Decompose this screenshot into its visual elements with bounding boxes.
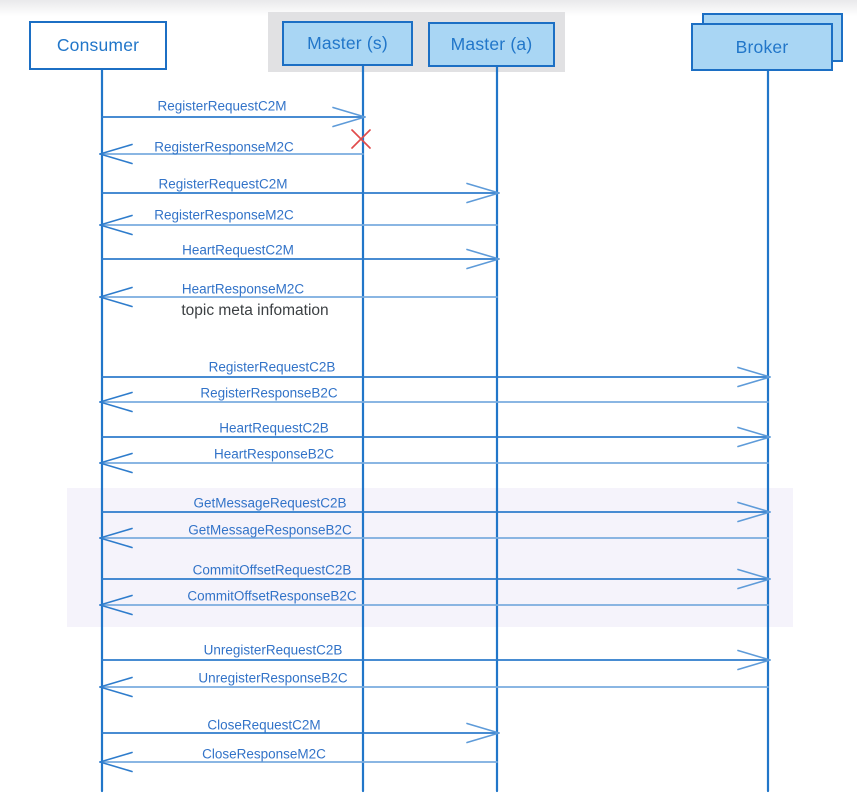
actor-label-consumer: Consumer <box>56 35 140 55</box>
message-arrowhead <box>99 537 133 549</box>
message-arrowhead <box>737 659 771 671</box>
message-label: UnregisterRequestC2B <box>203 642 343 658</box>
message-arrowhead <box>466 722 500 734</box>
message-label: RegisterResponseM2C <box>154 207 294 223</box>
message-arrowhead <box>99 676 133 688</box>
message-arrowhead <box>466 182 500 194</box>
message-arrowhead <box>737 568 771 580</box>
actor-label-master-s: Master (s) <box>307 33 388 53</box>
message-arrowhead <box>737 366 771 378</box>
actor-label-broker: Broker <box>735 36 789 57</box>
message-arrowhead <box>737 578 771 590</box>
message-label: RegisterRequestC2M <box>157 98 287 114</box>
message-arrowhead <box>99 686 133 698</box>
message-arrowhead <box>737 376 771 388</box>
actor-label-master-a: Master (a) <box>450 34 533 54</box>
message-arrowhead <box>99 751 133 763</box>
note-topic-meta-information: topic meta infomation <box>181 302 329 319</box>
message-label: CloseRequestC2M <box>207 717 321 733</box>
message-label: CommitOffsetRequestC2B <box>192 562 352 578</box>
message-label: GetMessageResponseB2C <box>188 522 352 538</box>
message-arrowhead <box>99 527 133 539</box>
message-arrowhead <box>737 511 771 523</box>
message-label: HeartResponseB2C <box>213 446 335 462</box>
message-arrowhead <box>466 248 500 260</box>
actor-box-master-a: Master (a) <box>428 22 555 67</box>
actor-box-broker: Broker <box>691 23 833 71</box>
message-label: RegisterResponseB2C <box>200 385 338 401</box>
message-label: CommitOffsetResponseB2C <box>187 588 357 604</box>
top-gradient-band <box>0 0 857 16</box>
message-arrowhead <box>99 594 133 606</box>
message-arrowhead <box>99 452 133 464</box>
message-label: HeartRequestC2M <box>182 242 294 258</box>
message-arrowhead <box>99 462 133 474</box>
message-label: RegisterRequestC2M <box>158 176 288 192</box>
message-arrowhead <box>99 604 133 616</box>
message-arrowhead <box>99 296 133 308</box>
message-label: GetMessageRequestC2B <box>193 495 347 511</box>
message-arrowhead <box>466 732 500 744</box>
message-label: HeartResponseM2C <box>181 281 305 297</box>
actor-box-consumer: Consumer <box>29 21 167 70</box>
message-arrowhead <box>99 153 133 165</box>
message-arrowhead <box>99 761 133 773</box>
message-label: RegisterResponseM2C <box>154 139 294 155</box>
message-arrowhead <box>99 143 133 155</box>
message-arrowhead <box>332 116 366 128</box>
message-arrowhead <box>99 224 133 236</box>
message-arrowhead <box>737 649 771 661</box>
message-arrowhead <box>99 401 133 413</box>
message-arrowhead <box>737 436 771 448</box>
message-arrowhead <box>99 286 133 298</box>
message-arrowhead <box>737 501 771 513</box>
message-label: CloseResponseM2C <box>202 746 326 762</box>
message-label: RegisterRequestC2B <box>208 359 336 375</box>
message-arrowhead <box>466 192 500 204</box>
message-arrowhead <box>466 258 500 270</box>
message-label: HeartRequestC2B <box>219 420 329 436</box>
message-arrowhead <box>99 214 133 226</box>
message-arrowhead <box>99 391 133 403</box>
message-label: UnregisterResponseB2C <box>198 670 348 686</box>
failure-x-mark <box>351 129 371 149</box>
actor-box-master-s: Master (s) <box>282 21 413 66</box>
message-arrowhead <box>332 106 366 118</box>
message-arrowhead <box>737 426 771 438</box>
